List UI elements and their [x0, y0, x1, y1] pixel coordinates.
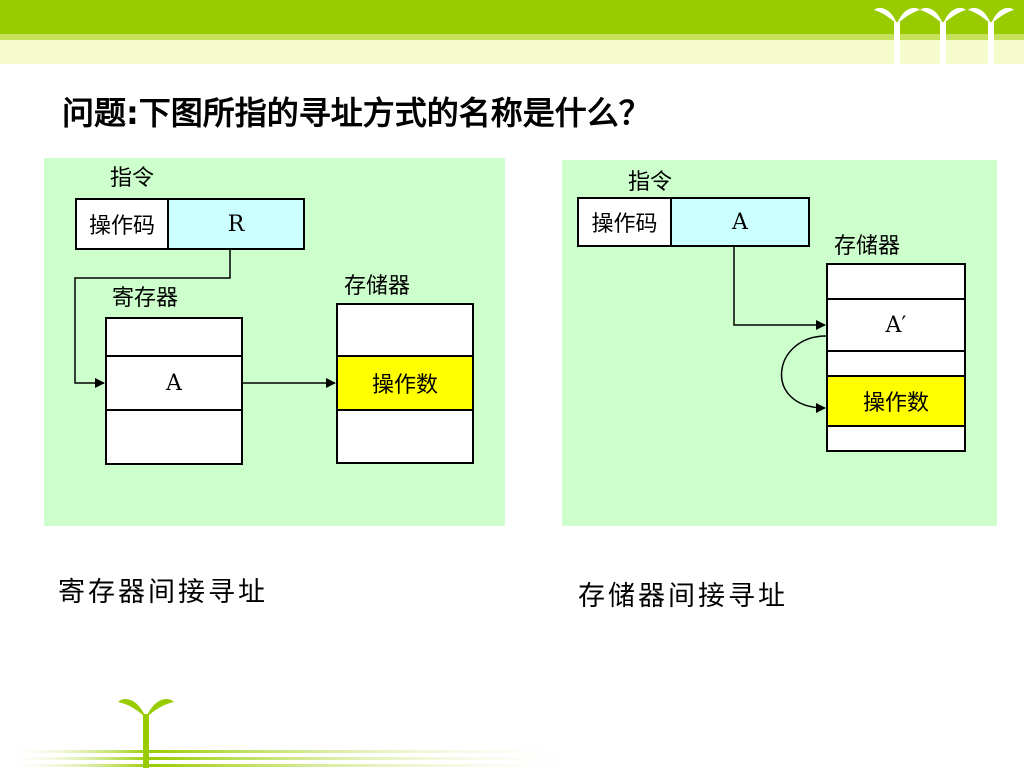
memory-label: 存储器 — [344, 274, 411, 299]
sprout-icon — [118, 699, 174, 768]
right-caption: 存储器间接寻址 — [578, 581, 788, 612]
header-band — [0, 0, 1024, 34]
instruction-label: 指令 — [110, 166, 155, 191]
memory-operand-cell: 操作数 — [826, 375, 966, 427]
opcode-field: 操作码 — [75, 198, 169, 250]
sprout-icon — [874, 7, 1014, 64]
operand-field: A — [670, 197, 810, 247]
page-title: 问题:下图所指的寻址方式的名称是什么？ — [62, 94, 651, 132]
header-band-stripe — [0, 34, 1024, 40]
memory-operand-cell: 操作数 — [336, 355, 474, 411]
header-band-light — [0, 40, 1024, 64]
memory-address-cell: A′ — [826, 298, 966, 352]
instruction-label: 指令 — [628, 170, 673, 195]
left-caption: 寄存器间接寻址 — [58, 577, 268, 608]
register-label: 寄存器 — [112, 286, 179, 311]
footer-lines — [0, 750, 600, 767]
register-cell: A — [105, 355, 243, 411]
operand-field: R — [167, 198, 305, 250]
memory-label: 存储器 — [834, 234, 901, 259]
opcode-field: 操作码 — [577, 197, 672, 247]
